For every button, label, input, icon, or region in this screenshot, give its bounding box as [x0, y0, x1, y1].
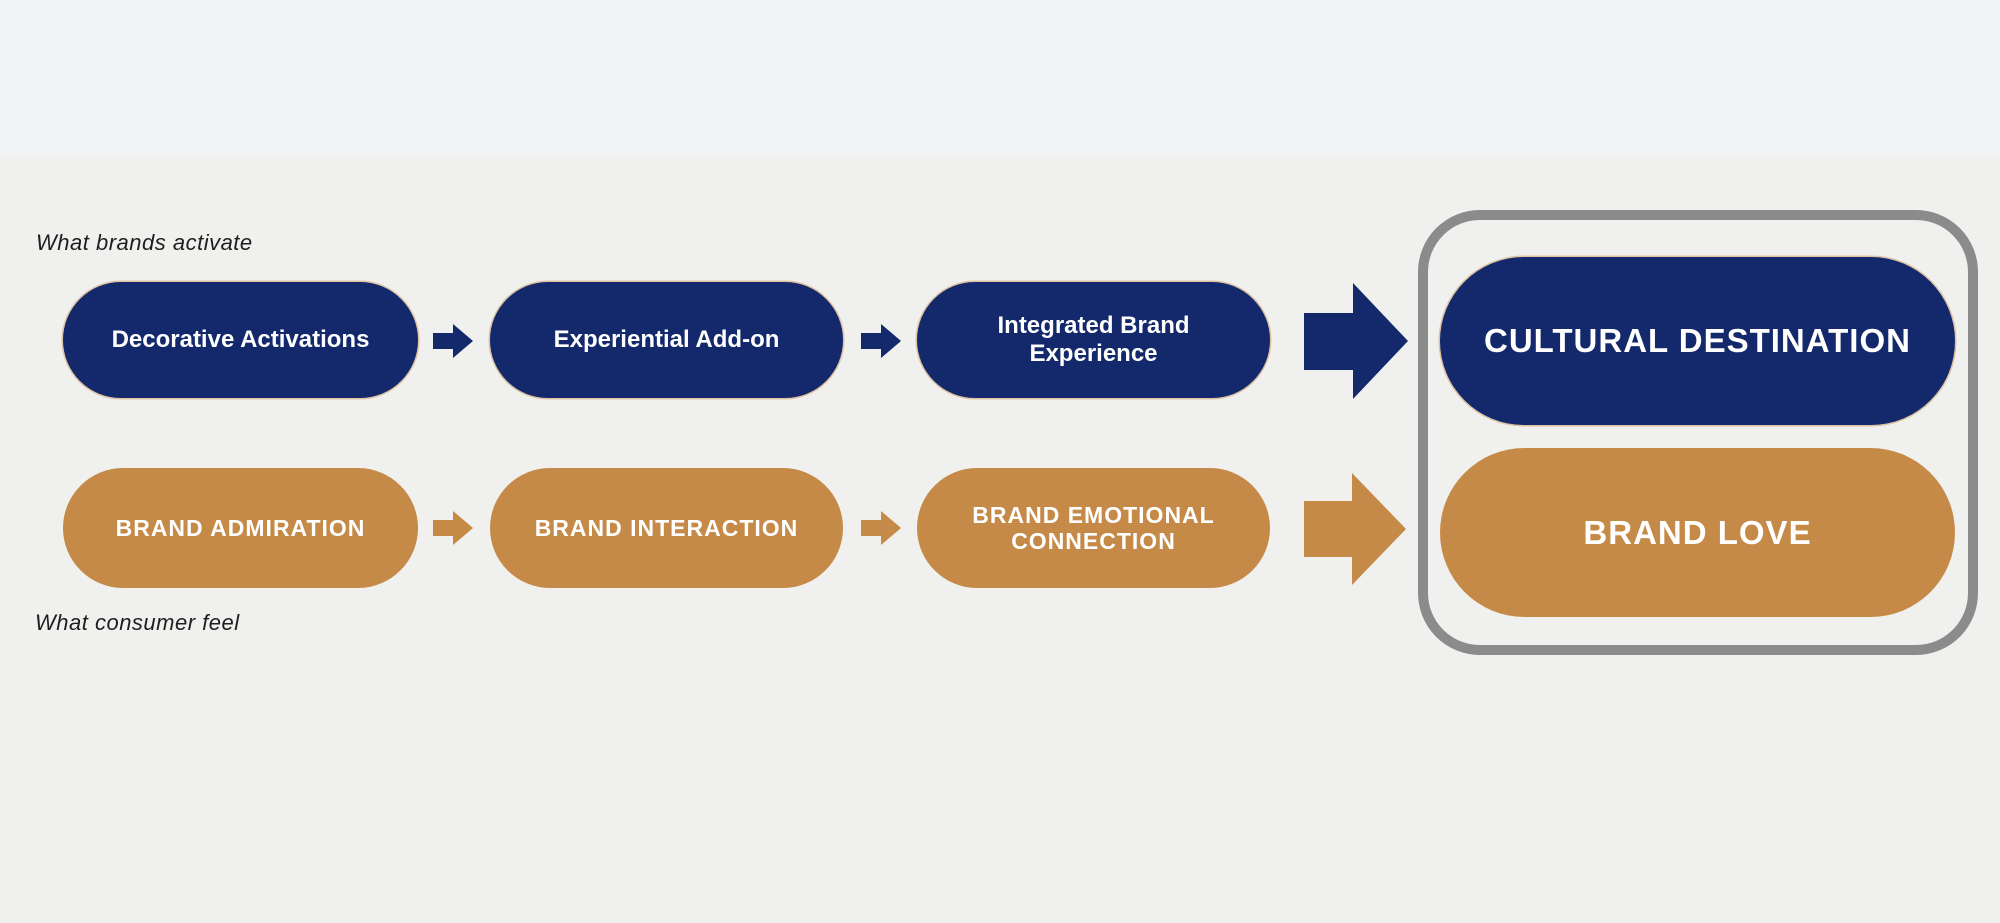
flow-arrow-icon	[861, 324, 901, 358]
pill-decorative-activations: Decorative Activations	[63, 282, 418, 398]
big-flow-arrow-icon	[1304, 473, 1406, 585]
flow-arrow-icon	[433, 324, 473, 358]
top-band	[0, 0, 2000, 157]
label-what-consumer-feel: What consumer feel	[35, 610, 240, 635]
flow-arrow-icon	[861, 511, 901, 545]
result-highlight-box	[1418, 210, 1978, 655]
pill-experiential-add-on: Experiential Add-on	[490, 282, 843, 398]
label-what-brands-activate: What brands activate	[36, 230, 253, 255]
flow-arrow-icon	[433, 511, 473, 545]
big-flow-arrow-icon	[1304, 283, 1408, 399]
pill-integrated-brand-experience: Integrated Brand Experience	[917, 282, 1270, 398]
pill-cultural-destination: CULTURAL DESTINATION	[1440, 257, 1955, 425]
pill-brand-emotional-connection: BRAND EMOTIONAL CONNECTION	[917, 468, 1270, 588]
pill-brand-love: BRAND LOVE	[1440, 448, 1955, 617]
pill-brand-interaction: BRAND INTERACTION	[490, 468, 843, 588]
pill-brand-admiration: BRAND ADMIRATION	[63, 468, 418, 588]
